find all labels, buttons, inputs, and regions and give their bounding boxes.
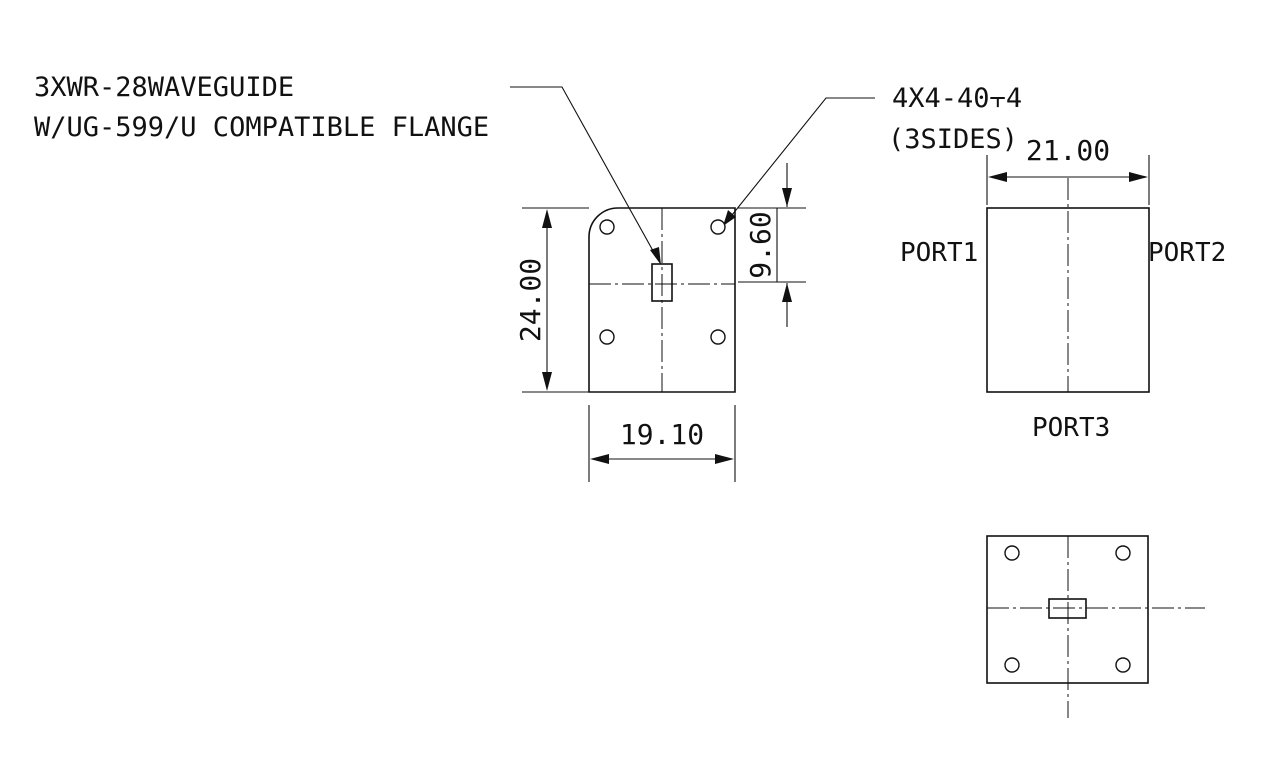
width-dimension: 19.10 bbox=[588, 405, 736, 482]
width-dimension-label: 19.10 bbox=[620, 418, 704, 451]
flange-hole bbox=[1004, 545, 1020, 561]
waveguide-note-line2: W/UG-599/U COMPATIBLE FLANGE bbox=[34, 112, 489, 143]
height-dimension-label: 24.00 bbox=[514, 258, 547, 342]
offset-dimension-label: 9.60 bbox=[744, 211, 777, 278]
waveguide-note-line1: 3XWR-28WAVEGUIDE bbox=[34, 72, 294, 103]
bottom-view bbox=[986, 535, 1205, 718]
front-view bbox=[588, 207, 736, 393]
flange-hole bbox=[710, 329, 726, 345]
port1-label: PORT1 bbox=[900, 238, 978, 268]
offset-dimension: 9.60 bbox=[738, 163, 806, 327]
flange-hole bbox=[599, 219, 615, 235]
port3-label: PORT3 bbox=[1032, 413, 1110, 443]
length-dimension: 21.00 bbox=[986, 134, 1150, 205]
waveguide-aperture bbox=[651, 263, 673, 302]
tap-note-line2: (3SIDES) bbox=[888, 124, 1018, 155]
flange-hole bbox=[1115, 545, 1131, 561]
tap-leader bbox=[723, 97, 875, 226]
height-dimension: 24.00 bbox=[514, 207, 589, 393]
port2-label: PORT2 bbox=[1148, 238, 1226, 268]
top-view bbox=[986, 178, 1150, 393]
flange-outline bbox=[588, 207, 736, 393]
tap-note-line1: 4X4-40⫟4 bbox=[892, 83, 1022, 114]
flange-hole bbox=[710, 219, 726, 235]
flange-hole bbox=[1004, 657, 1020, 673]
length-dimension-label: 21.00 bbox=[1026, 134, 1110, 167]
flange-hole bbox=[599, 329, 615, 345]
waveguide-aperture bbox=[1048, 598, 1087, 619]
flange-hole bbox=[1115, 657, 1131, 673]
waveguide-leader bbox=[510, 86, 661, 265]
